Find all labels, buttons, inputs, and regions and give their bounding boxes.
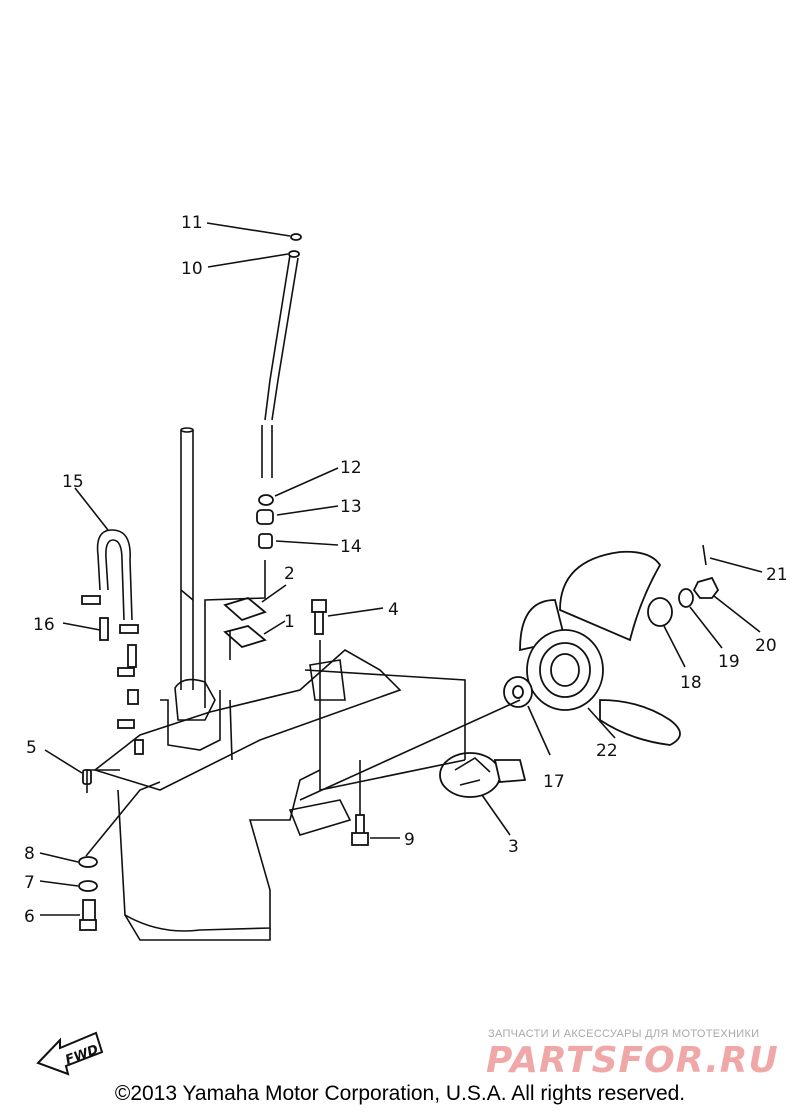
callout-7: 7 [24,873,35,893]
callout-3: 3 [508,837,519,857]
lower-unit-casing [93,649,402,941]
hose-15 [96,529,133,621]
callout-12: 12 [340,458,362,478]
callout-2: 2 [284,564,295,584]
callout-9: 9 [404,830,415,850]
part-14 [258,533,273,549]
leader-lines [85,560,466,857]
fwd-label: FWD [63,1042,100,1068]
washer-17-bore [512,685,524,699]
callout-22: 22 [596,741,618,761]
callout-20: 20 [755,636,777,656]
callout-17: 17 [543,772,565,792]
copyright-notice: ©2013 Yamaha Motor Corporation, U.S.A. A… [114,1082,686,1105]
callout-8: 8 [24,844,35,864]
callout-18: 18 [680,673,702,693]
bolt-9 [351,814,369,846]
washer-19 [678,588,694,608]
callout-14: 14 [340,537,362,557]
callout-21: 21 [766,565,788,585]
part-13 [256,509,274,525]
callout-10: 10 [181,259,203,279]
cotter-pin-21 [702,544,707,566]
fwd-arrow: FWD [36,1031,104,1076]
spacer-18 [647,597,673,627]
part-2 [223,596,267,622]
nut-20 [692,576,720,599]
fittings-16 [81,595,144,755]
propeller-22 [519,550,681,746]
propeller-shaft [299,699,521,801]
part-1 [223,625,267,649]
drive-shaft [180,427,194,690]
part-12 [258,494,274,506]
washer-7 [78,880,98,892]
anode-3 [439,752,527,798]
watermark-logo: PARTSFOR.RU [486,1040,779,1081]
bolt-4 [311,599,327,635]
callout-16: 16 [33,615,55,635]
watermark-tagline: ЗАПЧАСТИ И АКСЕССУАРЫ ДЛЯ МОТОТЕХНИКИ [488,1028,760,1040]
callout-15: 15 [62,472,84,492]
callout-13: 13 [340,497,362,517]
callout-pointers [39,222,763,916]
washer-8 [78,856,98,868]
bolt-6 [79,899,97,931]
shift-rod [261,250,300,478]
callout-6: 6 [24,907,35,927]
callout-1: 1 [284,612,295,632]
callout-11: 11 [181,213,203,233]
callout-4: 4 [388,600,399,620]
callout-5: 5 [26,738,37,758]
clip-part-11 [290,233,302,241]
callout-19: 19 [718,652,740,672]
